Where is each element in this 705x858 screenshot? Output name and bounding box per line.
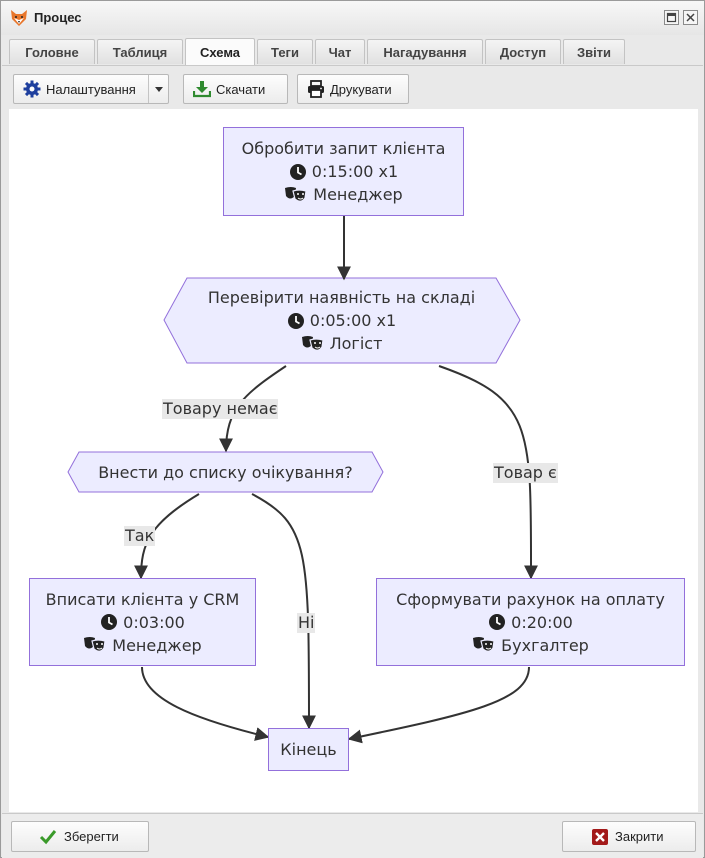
tab-access[interactable]: Доступ (485, 39, 561, 64)
diagram-canvas: Обробити запит клієнта 0:15:00 x1 Менедж… (9, 109, 698, 812)
close-button[interactable]: Закрити (562, 821, 696, 852)
print-button[interactable]: Друкувати (297, 74, 409, 104)
download-button[interactable]: Скачати (183, 74, 288, 104)
node-role: Бухгалтер (501, 635, 589, 655)
print-label: Друкувати (330, 81, 392, 97)
gear-icon (23, 80, 41, 98)
hexagon-shape-waitlist (67, 451, 384, 493)
node-create-invoice[interactable]: Сформувати рахунок на оплату 0:20:00 Бух… (376, 578, 685, 666)
theater-masks-icon (473, 637, 495, 652)
edge-label-in-stock: Товар є (493, 463, 558, 483)
clock-icon (287, 312, 304, 329)
close-icon (686, 13, 695, 22)
download-label: Скачати (216, 81, 266, 97)
node-title: Вписати клієнта у CRM (45, 589, 240, 609)
node-crm-entry[interactable]: Вписати клієнта у CRM 0:03:00 Менеджер (29, 578, 256, 666)
diagram-edges (134, 215, 539, 744)
tab-tags[interactable]: Теги (257, 39, 313, 64)
clock-icon (101, 614, 118, 630)
node-title: Кінець (280, 740, 337, 759)
checkmark-icon (39, 829, 57, 844)
close-window-button[interactable] (683, 10, 698, 25)
clock-icon (289, 163, 306, 180)
edge-crm-end (141, 666, 270, 741)
download-icon (193, 81, 211, 98)
settings-dropdown-button[interactable] (148, 75, 168, 103)
diagram-svg (67, 215, 539, 744)
tab-table[interactable]: Таблиця (97, 39, 183, 64)
node-time: 0:20:00 (511, 612, 573, 632)
node-check-stock[interactable]: Перевірити наявність на складі 0:05:00 x… (187, 278, 496, 363)
node-time: 0:05:00 x1 (309, 311, 397, 330)
caret-down-icon (154, 86, 163, 92)
theater-masks-icon (285, 186, 307, 202)
edge-label-no-stock: Товару немає (162, 399, 279, 419)
edge-label-yes: Так (124, 526, 156, 546)
tab-bar: Головне Таблиця Схема Теги Чат Нагадуван… (9, 38, 625, 65)
window-title: Процес (34, 10, 82, 25)
clock-icon (489, 614, 506, 630)
close-x-icon (592, 828, 608, 845)
edge-invoice-end (347, 666, 530, 744)
node-process-request[interactable]: Обробити запит клієнта 0:15:00 x1 Менедж… (223, 127, 464, 216)
node-role: Менеджер (112, 635, 202, 655)
hexagon-shape-check-stock (163, 277, 521, 364)
close-label: Закрити (615, 829, 664, 844)
node-role: Менеджер (313, 185, 403, 204)
node-title: Перевірити наявність на складі (207, 288, 476, 307)
save-button[interactable]: Зберегти (11, 821, 149, 852)
node-end[interactable]: Кінець (268, 728, 349, 771)
edge-label-no: Ні (297, 613, 316, 633)
node-time: 0:03:00 (123, 612, 185, 632)
fox-logo-icon (11, 10, 27, 26)
tab-reports[interactable]: Звіти (563, 39, 625, 64)
node-title: Внести до списку очікування? (98, 462, 353, 482)
tab-reminders[interactable]: Нагадування (367, 39, 483, 64)
save-label: Зберегти (64, 829, 119, 844)
node-title: Обробити запит клієнта (241, 139, 446, 158)
tab-main[interactable]: Головне (9, 39, 95, 64)
toolbar: Налаштування Скачати (2, 65, 703, 109)
maximize-icon (666, 12, 677, 23)
settings-label: Налаштування (46, 81, 136, 97)
footer-bar: Зберегти Закрити (2, 813, 703, 858)
edge-no (251, 493, 316, 730)
title-bar[interactable]: Процес (1, 1, 704, 35)
theater-masks-icon (301, 335, 324, 351)
theater-masks-icon (84, 637, 106, 652)
node-waitlist-decision[interactable]: Внести до списку очікування? (79, 452, 372, 492)
tab-scheme[interactable]: Схема (185, 38, 255, 65)
tab-chat[interactable]: Чат (315, 39, 365, 64)
node-time: 0:15:00 x1 (311, 162, 399, 181)
edge-in-stock (438, 365, 539, 580)
node-role: Логіст (329, 334, 383, 353)
printer-icon (308, 80, 324, 98)
settings-button[interactable]: Налаштування (13, 74, 169, 104)
maximize-button[interactable] (664, 10, 679, 25)
node-title: Сформувати рахунок на оплату (396, 589, 665, 609)
